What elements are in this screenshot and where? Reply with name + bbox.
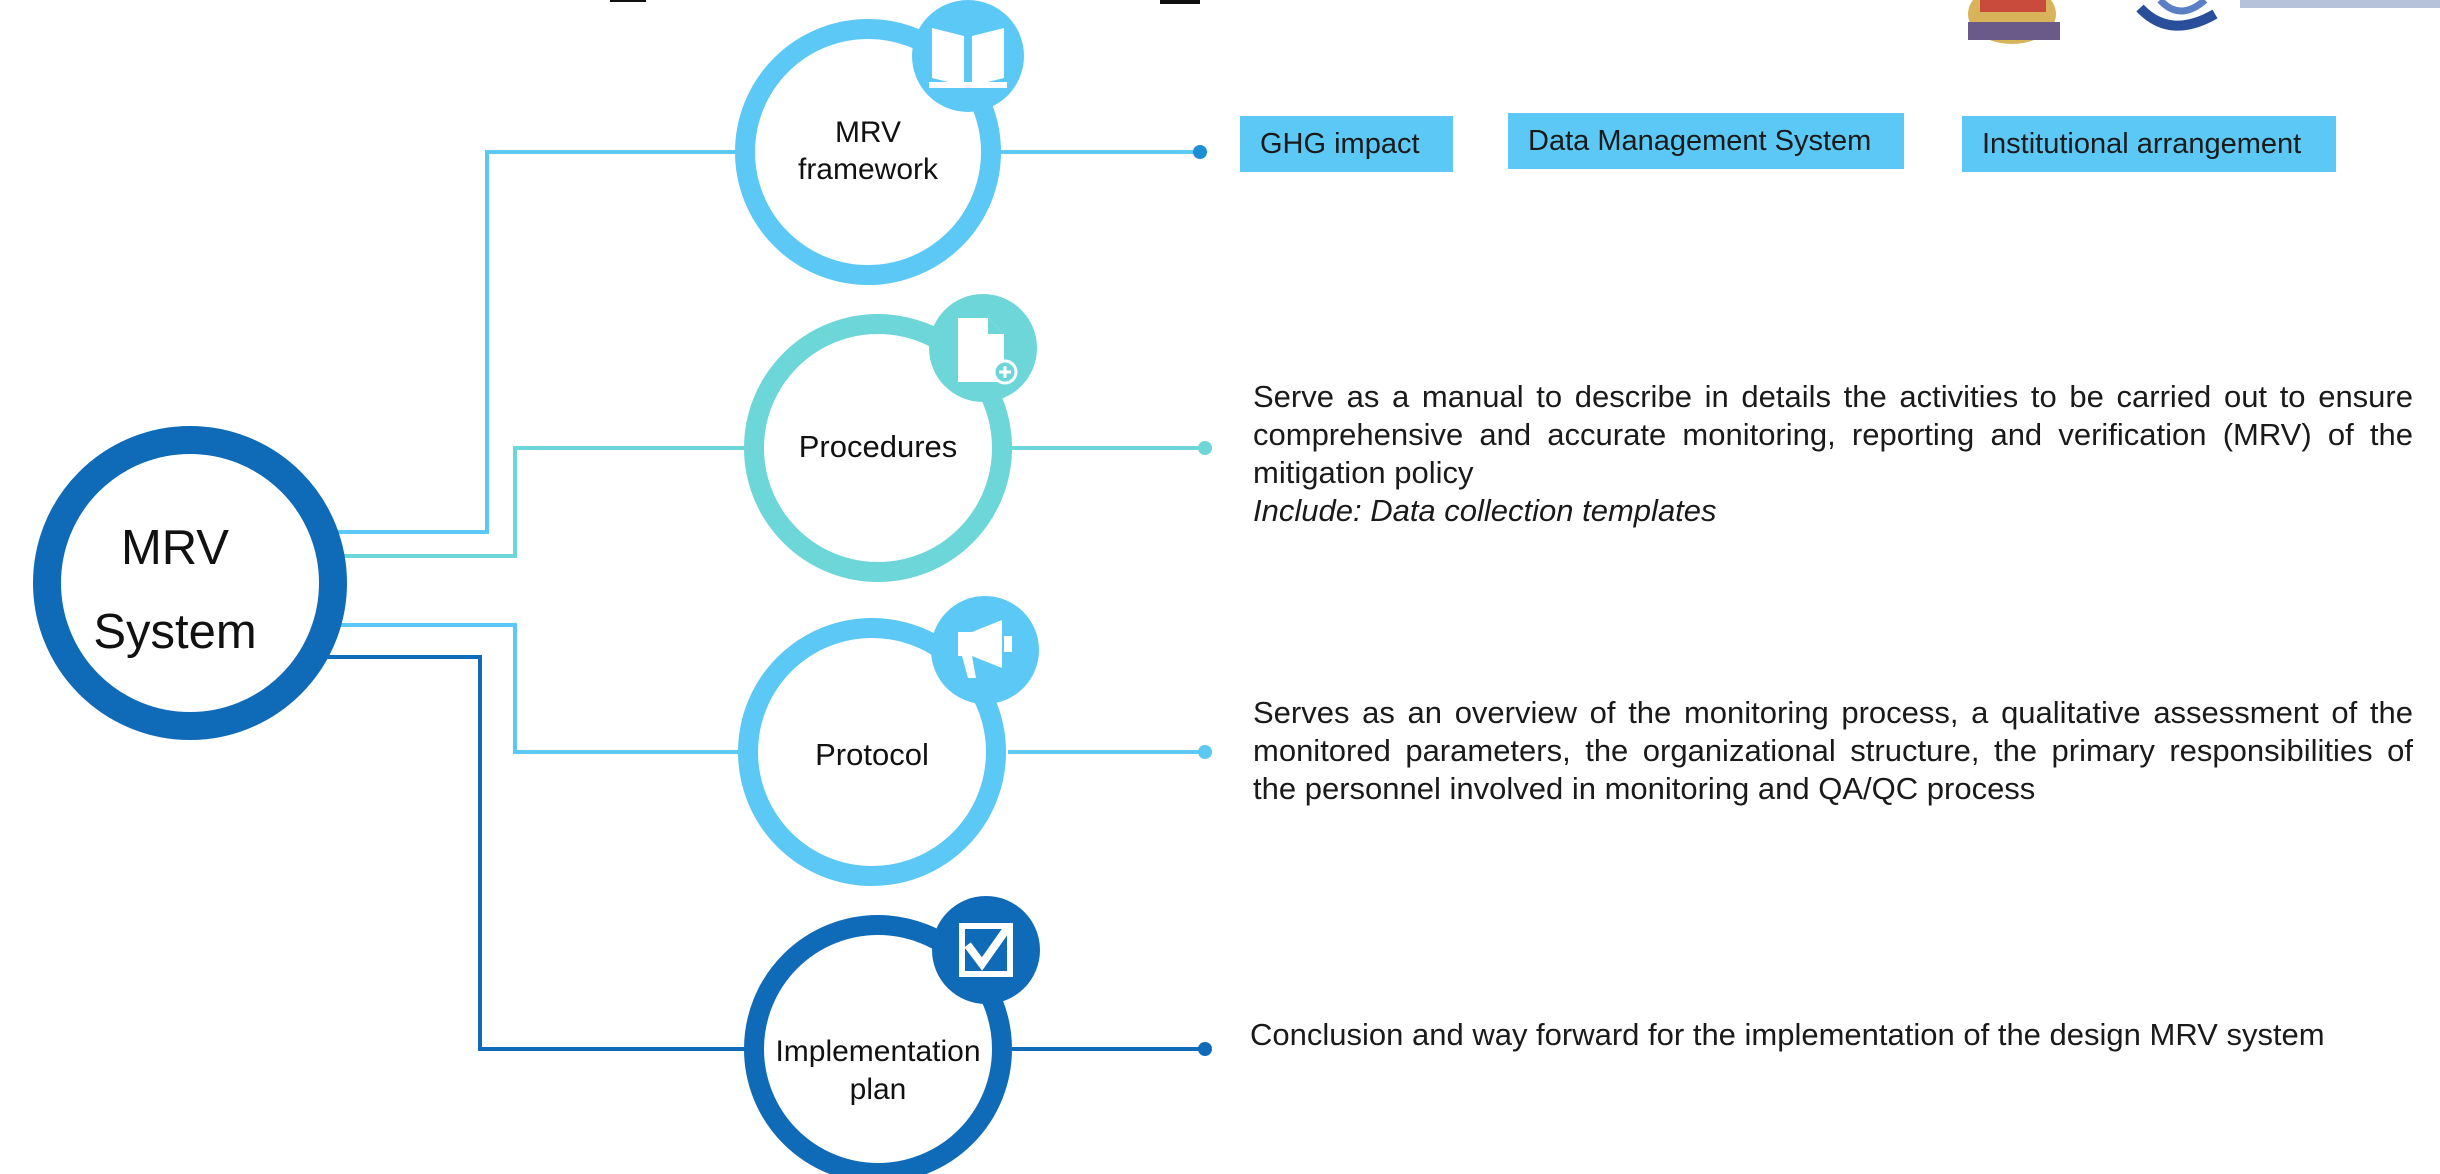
node-ring-plan: [744, 915, 1012, 1174]
procedures-description-note: Include: Data collection templates: [1253, 493, 1717, 528]
node-ring-protocol: [738, 618, 1006, 886]
connector-dot: [1198, 745, 1212, 759]
node-label-plan: Implementation plan: [758, 1033, 998, 1109]
center-label-line2: System: [93, 605, 257, 659]
node-label-line: Protocol: [815, 737, 929, 772]
connector-framework: [288, 150, 740, 534]
procedures-description-text: Serve as a manual to describe in details…: [1253, 379, 2413, 490]
logo-emblem: [1968, 0, 2060, 44]
megaphone-icon: [931, 596, 1039, 704]
connector-plan: [272, 655, 745, 1051]
center-label-line1: MRV: [120, 521, 229, 575]
tag-data-management-system: Data Management System: [1508, 113, 1904, 169]
connector-procedures: [288, 446, 745, 558]
checkbox-icon: [932, 896, 1040, 1004]
connector-dot: [1193, 145, 1207, 159]
connector-dot: [1198, 441, 1212, 455]
center-circle: [33, 426, 347, 740]
book-icon: [912, 0, 1024, 112]
node-label-line: plan: [849, 1073, 907, 1106]
node-label-protocol: Protocol: [762, 736, 982, 774]
node-ring-procedures: [744, 314, 1012, 582]
protocol-description: Serves as an overview of the monitoring …: [1253, 695, 2413, 806]
node-label-line: Procedures: [798, 429, 958, 464]
logo-agency: [2136, 0, 2440, 31]
tag-ghg-impact: GHG impact: [1240, 116, 1453, 172]
node-label-line: MRV: [834, 116, 902, 149]
connector-dot: [1198, 1042, 1212, 1056]
plan-description: Conclusion and way forward for the imple…: [1250, 1017, 2325, 1052]
node-label-line: framework: [797, 153, 939, 186]
procedures-description: Serve as a manual to describe in details…: [1253, 378, 2413, 530]
node-label-framework: MRV framework: [758, 114, 978, 188]
node-label-procedures: Procedures: [768, 428, 988, 466]
node-label-line: Implementation: [775, 1035, 981, 1068]
connector-protocol: [288, 623, 745, 754]
tag-institutional-arrangement: Institutional arrangement: [1962, 116, 2336, 172]
document-plus-icon: [929, 294, 1037, 402]
center-label: MRV System: [60, 506, 290, 674]
